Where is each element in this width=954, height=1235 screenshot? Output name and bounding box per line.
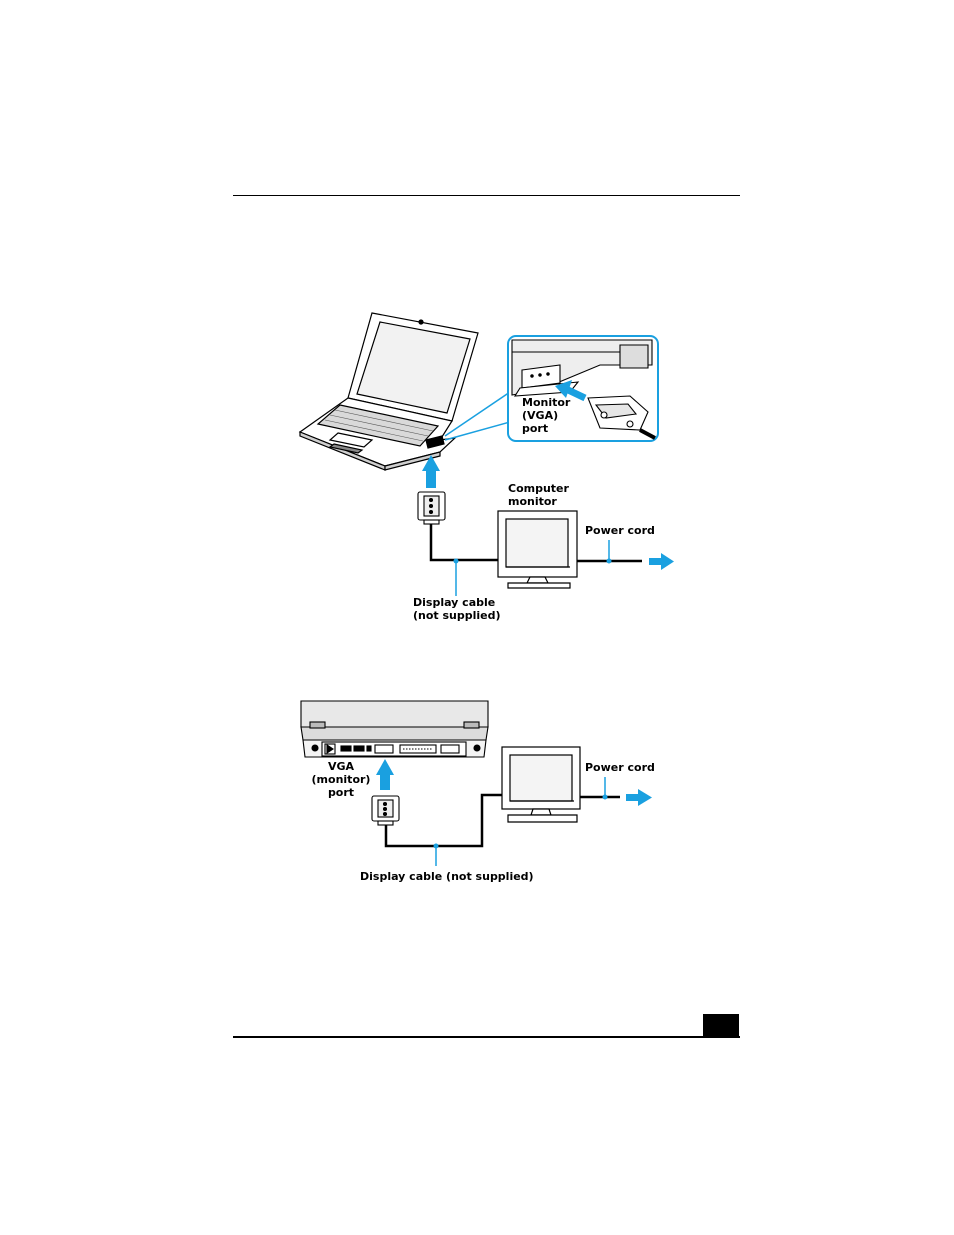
display-cable-label-line2: (not supplied)	[413, 609, 501, 622]
computer-monitor-illustration	[497, 510, 578, 589]
display-cable-line-2	[384, 793, 502, 848]
vga-port-label-line3: port	[328, 786, 354, 799]
laptop-rear-illustration	[300, 700, 489, 758]
right-arrow-icon-2	[626, 789, 652, 806]
power-cord-label-2: Power cord	[585, 761, 655, 774]
vga-connector-icon-2	[371, 795, 400, 826]
vga-port-label-line2: (monitor)	[312, 773, 371, 786]
header-rule	[233, 195, 740, 196]
port-detail-inset: Monitor (VGA) port	[507, 335, 659, 442]
callout-lines	[444, 391, 511, 441]
monitor-port-label-line2: (VGA)	[522, 409, 558, 422]
footer-rule	[233, 1036, 740, 1038]
figure-2-rear-connection: VGA (monitor) port Power cord Display ca…	[300, 700, 655, 883]
display-cable-line	[429, 524, 498, 562]
power-cord-label: Power cord	[585, 524, 655, 537]
right-arrow-icon	[649, 553, 674, 570]
monitor-port-label-line1: Monitor	[522, 396, 571, 409]
display-cable-label-2: Display cable (not supplied)	[360, 870, 534, 883]
computer-monitor-label-line2: monitor	[508, 495, 557, 508]
computer-monitor-label-line1: Computer	[508, 482, 570, 495]
upward-arrow-icon	[422, 455, 440, 488]
vga-port-label-line1: VGA	[328, 760, 355, 773]
laptop-illustration	[298, 312, 479, 471]
display-cable-label-line1: Display cable	[413, 596, 495, 609]
monitor-port-label-line3: port	[522, 422, 548, 435]
figure-1-laptop-connection: Monitor (VGA) port	[298, 312, 674, 622]
upward-arrow-icon-2	[376, 759, 394, 790]
computer-monitor-illustration-2	[501, 746, 581, 823]
vga-connector-icon	[417, 491, 446, 525]
page-number-box	[703, 1014, 739, 1036]
